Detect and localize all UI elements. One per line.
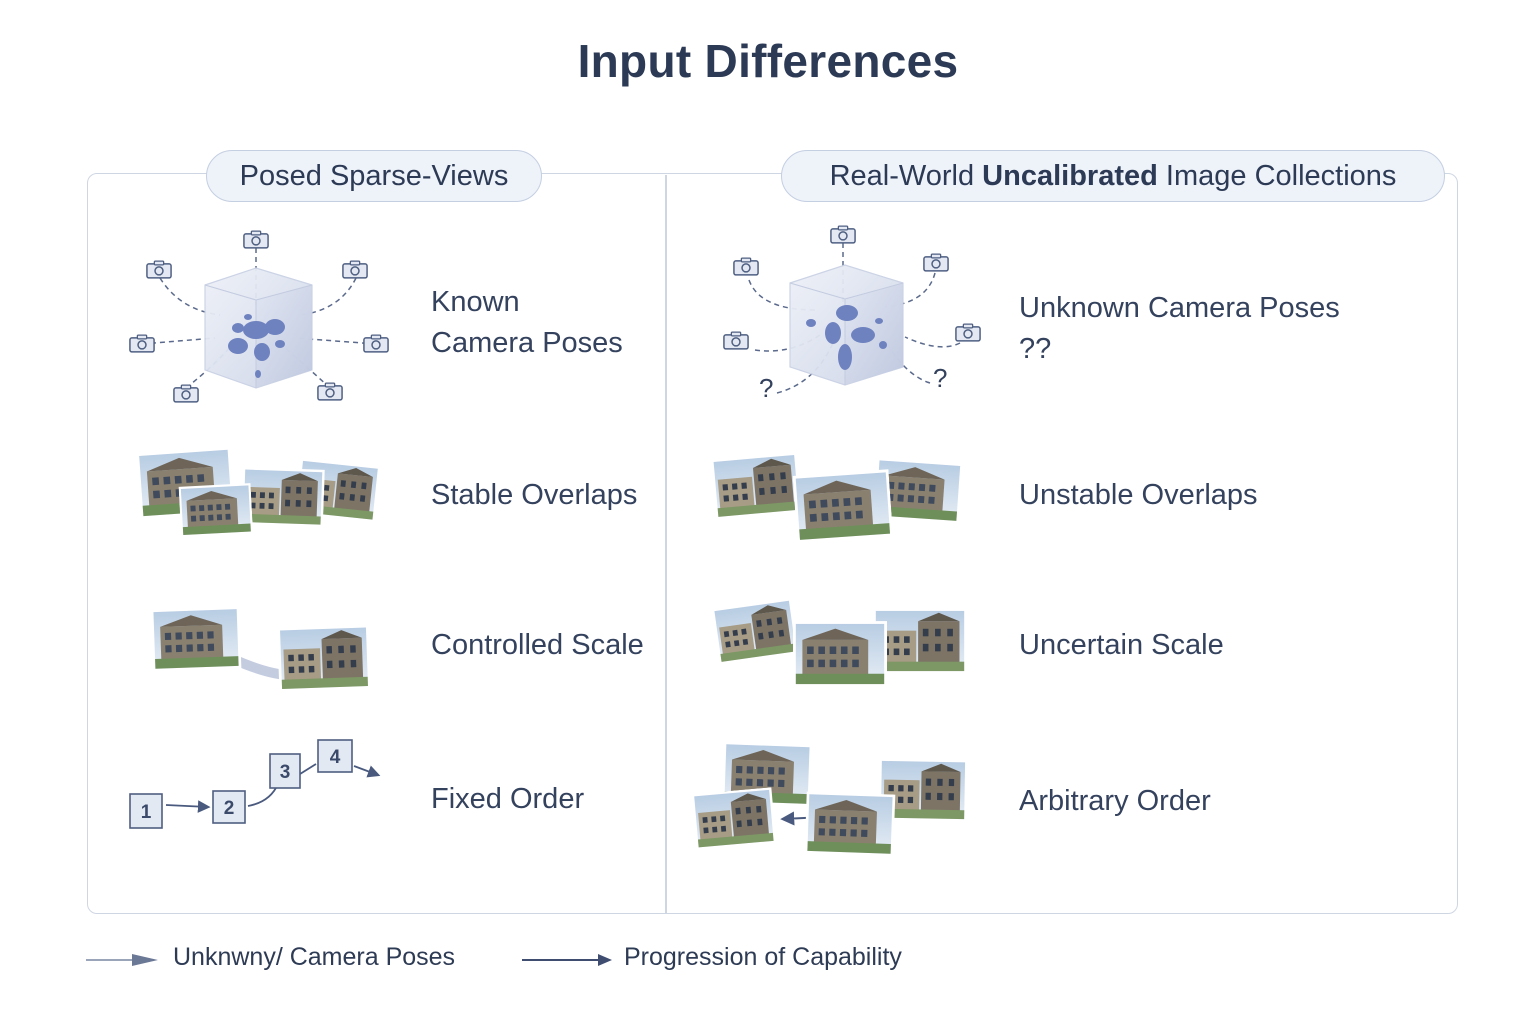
- order-step-box: 1: [130, 794, 162, 828]
- order-step-label: 4: [330, 747, 341, 768]
- order-step-label: 3: [280, 762, 291, 783]
- order-step-box: 4: [318, 740, 352, 772]
- stable-overlaps-photos: [130, 438, 390, 558]
- camera-icon: [174, 385, 198, 402]
- photo-thumbnail: [793, 621, 887, 687]
- controlled-scale-photos: [140, 600, 390, 700]
- photo-thumbnail: [793, 469, 893, 543]
- bold-arrow-icon: [520, 950, 615, 970]
- legend-progression-of-capability: Progression of Capability: [624, 943, 902, 972]
- arbitrary-order-photos: [685, 735, 975, 860]
- unstable-overlaps-photos: [705, 438, 975, 558]
- camera-icon: [244, 231, 268, 248]
- stable-overlaps-label: Stable Overlaps: [431, 475, 637, 516]
- order-step-label: 1: [141, 802, 152, 823]
- unknown-camera-poses-label: Unknown Camera Poses ??: [1019, 288, 1340, 370]
- photo-thumbnail: [179, 483, 254, 537]
- page-title: Input Differences: [0, 34, 1536, 88]
- question-mark: ?: [759, 373, 773, 403]
- photo-thumbnail: [873, 608, 967, 674]
- left-panel-header: Posed Sparse-Views: [206, 150, 542, 202]
- controlled-scale-label: Controlled Scale: [431, 625, 644, 666]
- right-panel-header: Real-World Uncalibrated Image Collection…: [781, 150, 1445, 202]
- camera-icon: [956, 324, 980, 341]
- order-step-label: 2: [224, 798, 235, 819]
- right-header-bold: Uncalibrated: [982, 160, 1158, 193]
- photo-thumbnail: [711, 452, 802, 519]
- label-line: ??: [1019, 329, 1340, 370]
- known-camera-poses-label: Known Camera Poses: [431, 282, 623, 364]
- photo-thumbnail: [241, 467, 325, 527]
- arbitrary-order-label: Arbitrary Order: [1019, 781, 1211, 822]
- label-line: Camera Poses: [431, 323, 623, 364]
- photo-thumbnail: [277, 625, 371, 692]
- camera-icon: [831, 226, 855, 243]
- order-step-box: 3: [270, 754, 300, 788]
- question-mark: ?: [933, 363, 947, 393]
- camera-icon: [318, 383, 342, 400]
- known-poses-illustration: [120, 220, 400, 410]
- photo-thumbnail: [151, 606, 242, 671]
- panel-divider: [665, 175, 667, 913]
- order-step-box: 2: [213, 791, 245, 823]
- label-line: Unknown Camera Poses: [1019, 288, 1340, 329]
- uncertain-scale-photos: [705, 585, 975, 695]
- fixed-order-diagram: 1 2 3 4: [120, 732, 400, 840]
- unknown-poses-illustration: ? ?: [715, 215, 995, 410]
- camera-icon: [364, 335, 388, 352]
- photo-thumbnail: [805, 791, 896, 856]
- left-header-text: Posed Sparse-Views: [240, 160, 509, 193]
- photo-thumbnail: [712, 598, 799, 665]
- uncertain-scale-label: Uncertain Scale: [1019, 625, 1224, 666]
- legend-unknown-camera-poses: Unknwny/ Camera Poses: [173, 943, 455, 972]
- camera-icon: [343, 261, 367, 278]
- fixed-order-label: Fixed Order: [431, 779, 584, 820]
- camera-icon: [924, 254, 948, 271]
- unstable-overlaps-label: Unstable Overlaps: [1019, 475, 1258, 516]
- camera-icon: [130, 335, 154, 352]
- right-header-post: Image Collections: [1166, 160, 1397, 193]
- photo-thumbnail: [692, 787, 777, 850]
- camera-icon: [734, 258, 758, 275]
- camera-icon: [724, 332, 748, 349]
- thin-arrow-icon: [84, 950, 164, 970]
- right-header-pre: Real-World: [830, 160, 975, 193]
- camera-icon: [147, 261, 171, 278]
- label-line: Known: [431, 282, 623, 323]
